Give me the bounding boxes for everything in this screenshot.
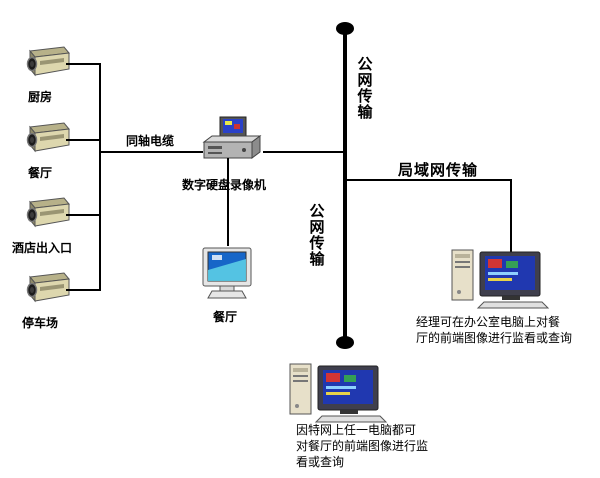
wan-label-top: 公网传输 bbox=[355, 56, 374, 120]
network-node-dot-top bbox=[336, 22, 354, 35]
manager-note-line: 厅的前端图像进行监看或查询 bbox=[416, 331, 573, 345]
dvr-icon bbox=[202, 116, 262, 159]
connector-line bbox=[66, 289, 100, 291]
camera-label-parking: 停车场 bbox=[22, 316, 59, 330]
lan-line-vertical bbox=[510, 179, 512, 257]
connector-line bbox=[66, 214, 100, 216]
camera-icon bbox=[26, 272, 70, 303]
backbone-line bbox=[343, 28, 347, 342]
lan-label: 局域网传输 bbox=[398, 161, 479, 179]
camera-label-kitchen: 厨房 bbox=[28, 90, 53, 104]
office-computer-icon bbox=[451, 249, 550, 309]
lan-line-horizontal bbox=[345, 179, 512, 181]
camera-bus-line bbox=[99, 63, 101, 291]
internet-note: 因特网上任一电脑都可 对餐厅的前端图像进行监 看或查询 bbox=[296, 422, 428, 470]
internet-note-line: 因特网上任一电脑都可 bbox=[296, 423, 417, 437]
camera-label-dining: 餐厅 bbox=[28, 166, 53, 180]
connector-line bbox=[66, 63, 100, 65]
camera-label-entrance: 酒店出入口 bbox=[12, 241, 73, 255]
camera-icon bbox=[26, 197, 70, 228]
network-node-dot-bottom bbox=[336, 336, 354, 349]
manager-note: 经理可在办公室电脑上对餐 厅的前端图像进行监看或查询 bbox=[416, 314, 572, 346]
monitor-label: 餐厅 bbox=[213, 310, 238, 324]
wan-label-bottom: 公网传输 bbox=[307, 203, 326, 267]
connector-line bbox=[66, 139, 100, 141]
internet-computer-icon bbox=[289, 363, 388, 423]
monitor-icon bbox=[202, 247, 252, 299]
dvr-monitor-line bbox=[227, 158, 229, 246]
manager-note-line: 经理可在办公室电脑上对餐 bbox=[416, 315, 561, 329]
coaxial-cable-label: 同轴电缆 bbox=[126, 134, 175, 148]
internet-note-line: 看或查询 bbox=[296, 455, 345, 469]
dvr-label: 数字硬盘录像机 bbox=[182, 178, 267, 192]
internet-note-line: 对餐厅的前端图像进行监 bbox=[296, 439, 429, 453]
dvr-backbone-line bbox=[263, 151, 343, 153]
camera-icon bbox=[26, 46, 70, 77]
coaxial-line bbox=[99, 151, 203, 153]
camera-icon bbox=[26, 122, 70, 153]
